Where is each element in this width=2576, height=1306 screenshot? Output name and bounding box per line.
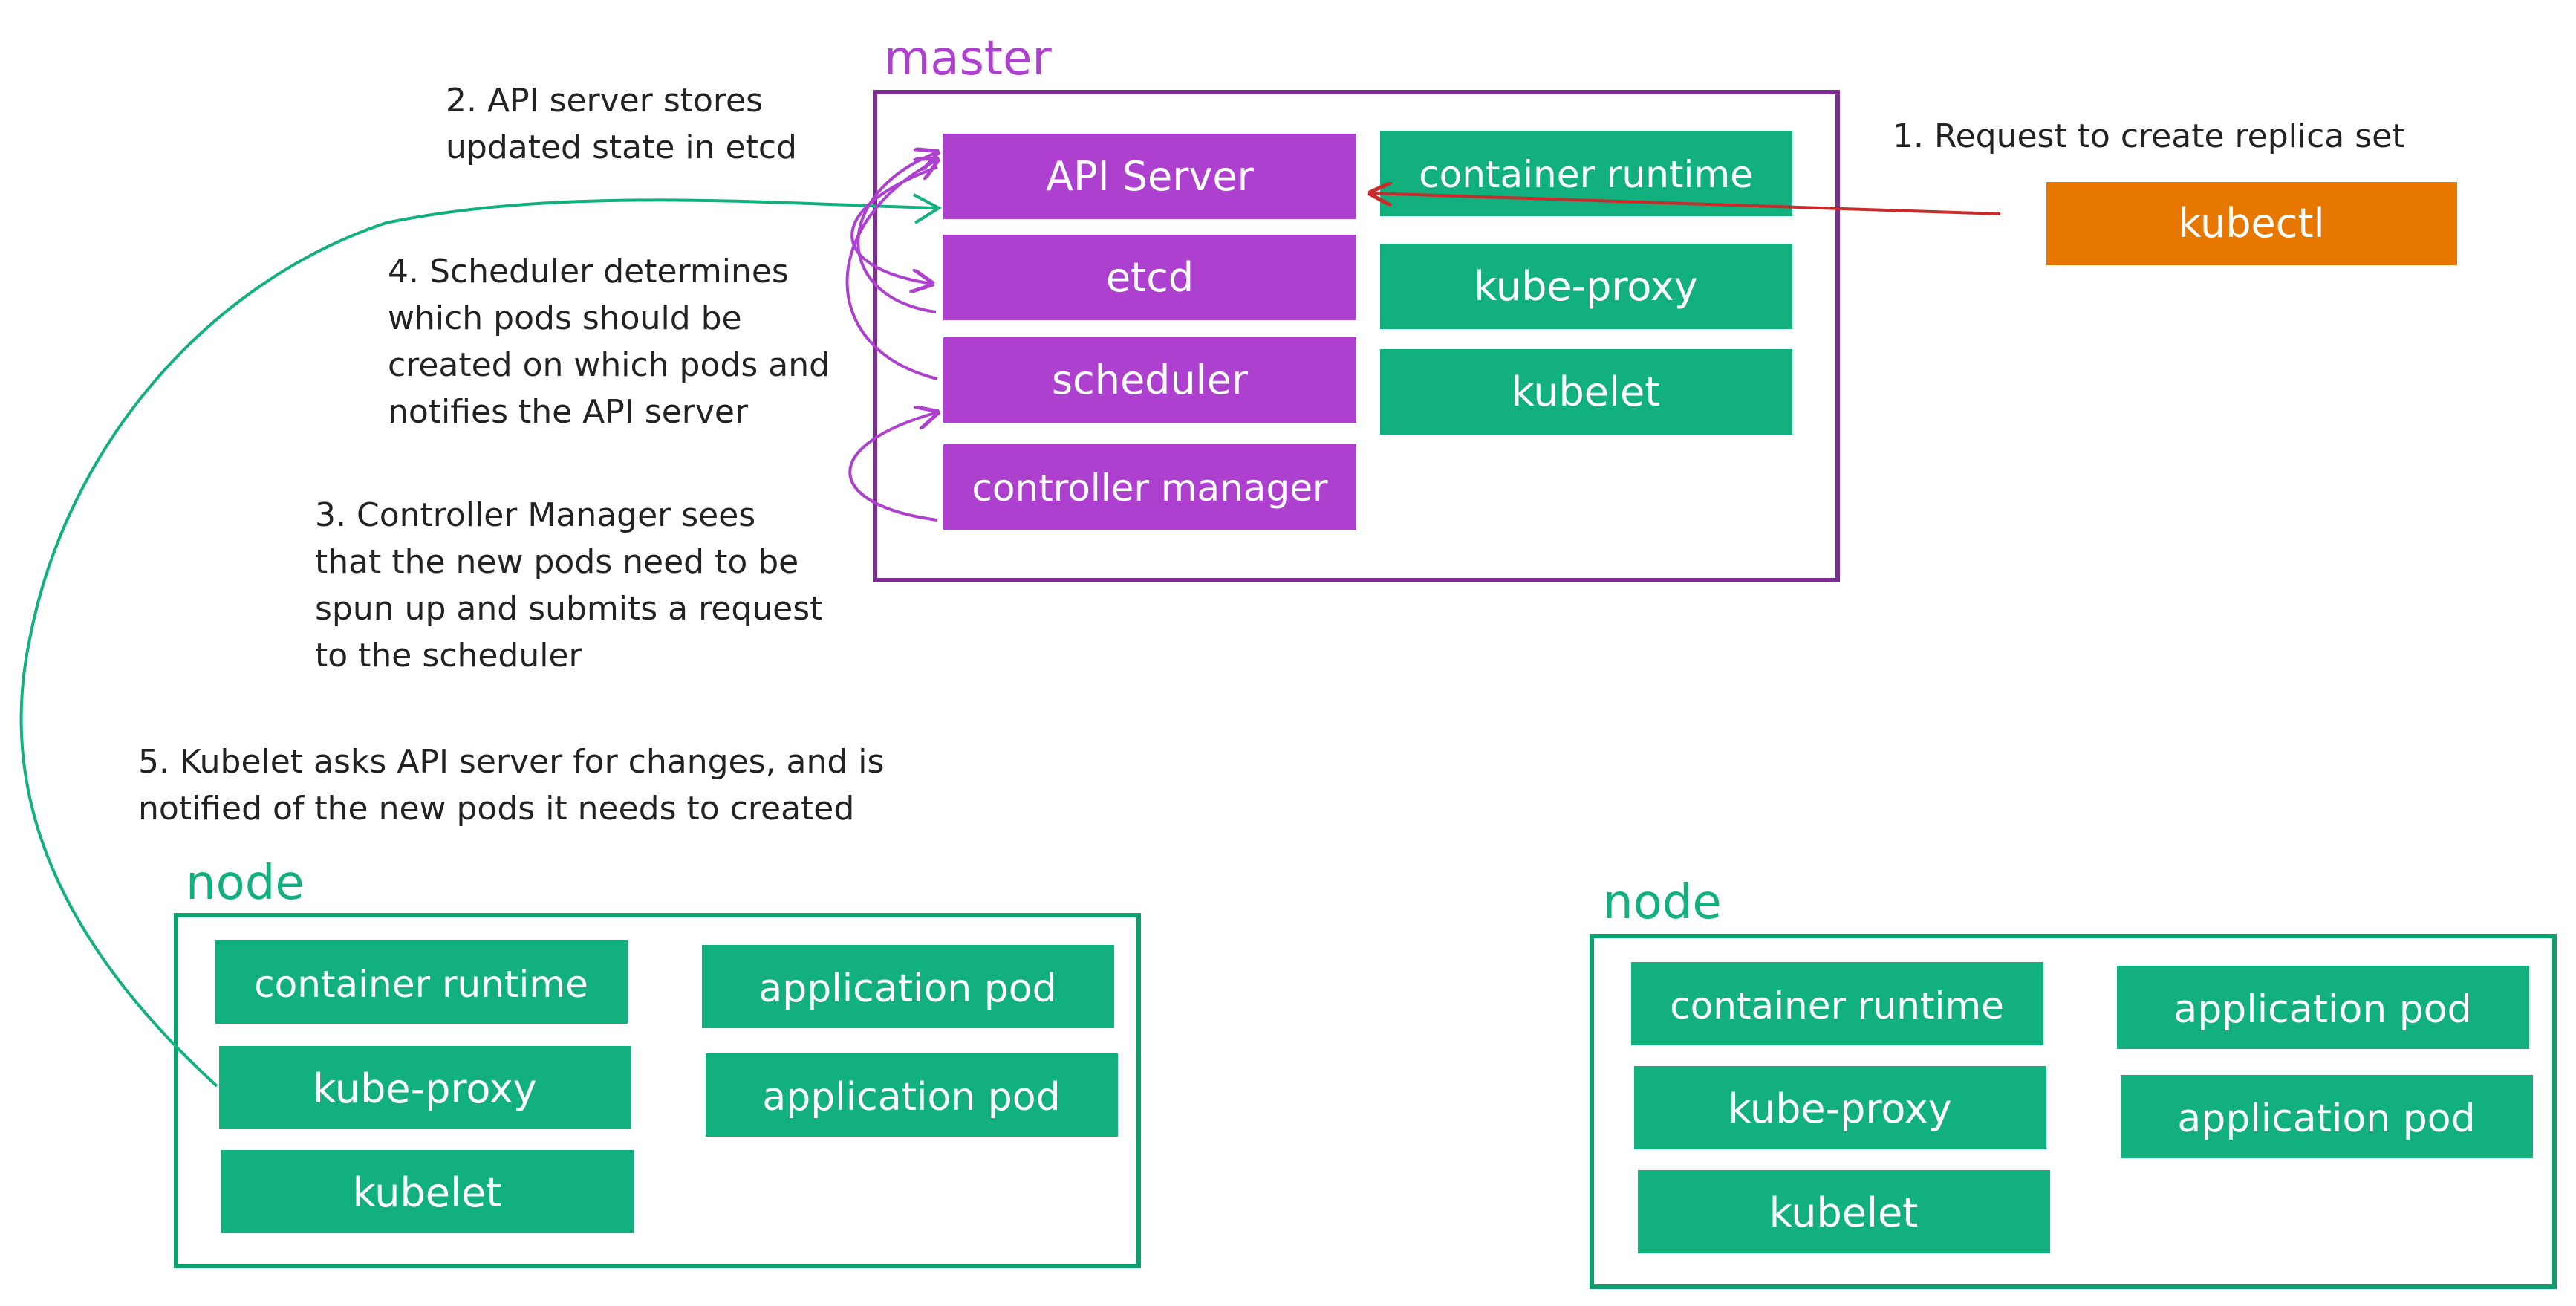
annotation-step-2: 2. API server stores updated state in et… [446,82,797,166]
master-container-runtime-label: container runtime [1419,153,1753,196]
annotation-step-2-line-2: updated state in etcd [446,129,797,166]
annotation-step-2-line-1: 2. API server stores [446,82,763,120]
annotation-step-3-line-2: that the new pods need to be [315,543,799,581]
node-right-app-pod-2-label: application pod [2177,1097,2475,1141]
master-kubelet-label: kubelet [1512,368,1661,415]
node-left-title: node [186,856,305,911]
arrow-kubelet-to-api-server [19,198,938,1088]
etcd-label: etcd [1106,254,1194,301]
annotation-step-4-line-1: 4. Scheduler determines [388,253,789,290]
arrow-head-kubelet-to-api-server [913,193,943,224]
node-left-kubelet-box: kubelet [221,1150,634,1233]
node-right-frame [1590,934,2557,1289]
controller-manager-box: controller manager [943,444,1356,530]
annotation-step-4-line-4: notifies the API server [388,393,749,431]
node-left-app-pod-2-label: application pod [762,1075,1060,1120]
scheduler-label: scheduler [1052,357,1249,403]
annotation-step-3-line-4: to the scheduler [315,637,583,675]
node-left-kube-proxy-box: kube-proxy [219,1046,631,1129]
master-title: master [884,31,1052,86]
node-right-title: node [1603,875,1722,930]
node-left-kube-proxy-label: kube-proxy [313,1065,536,1112]
node-right-app-pod-1-box: application pod [2117,966,2529,1049]
node-right-kube-proxy-label: kube-proxy [1728,1085,1951,1132]
node-right-app-pod-2-box: application pod [2121,1075,2533,1158]
node-left-container-runtime-label: container runtime [254,963,588,1006]
scheduler-box: scheduler [943,337,1356,423]
annotation-step-1: 1. Request to create replica set [1893,117,2404,155]
api-server-label: API Server [1046,153,1254,200]
master-kube-proxy-label: kube-proxy [1474,263,1697,310]
annotation-step-4-line-2: which pods should be [388,299,742,337]
controller-manager-label: controller manager [972,467,1328,510]
master-container-runtime-box: container runtime [1380,131,1792,216]
node-left-container-runtime-box: container runtime [215,940,628,1024]
arrow-scheduler-to-api-server [845,160,938,380]
node-right-app-pod-1-label: application pod [2173,987,2471,1032]
node-right-kubelet-box: kubelet [1638,1170,2050,1253]
node-left-app-pod-1-box: application pod [702,945,1114,1028]
node-right-group: node container runtime kube-proxy kubele… [1590,875,2557,1289]
master-group: master API Server etcd scheduler control… [873,31,1840,582]
kubectl-box: kubectl [2046,182,2457,265]
annotation-step-5-line-1: 5. Kubelet asks API server for changes, … [138,743,884,781]
arrow-kubectl-to-api-server [1370,193,2001,215]
annotation-step-3-line-1: 3. Controller Manager sees [315,496,755,534]
kubectl-label: kubectl [2178,200,2324,247]
api-server-box: API Server [943,134,1356,219]
annotation-step-3-line-3: spun up and submits a request [315,590,822,628]
annotation-step-4-line-3: created on which pods and [388,346,830,384]
node-left-group: node container runtime kube-proxy kubele… [174,856,1141,1268]
node-right-container-runtime-label: container runtime [1670,984,2004,1027]
master-kube-proxy-box: kube-proxy [1380,244,1792,329]
node-left-app-pod-2-box: application pod [706,1053,1118,1137]
master-frame [873,90,1840,582]
node-right-kubelet-label: kubelet [1769,1189,1919,1236]
node-left-kubelet-label: kubelet [353,1169,502,1216]
arrow-etcd-to-api-server [856,152,937,313]
node-right-container-runtime-box: container runtime [1631,962,2043,1045]
annotation-step-5-line-2: notified of the new pods it needs to cre… [138,790,854,828]
node-left-app-pod-1-label: application pod [758,966,1056,1011]
annotation-step-5: 5. Kubelet asks API server for changes, … [138,743,884,828]
annotation-step-3: 3. Controller Manager sees that the new … [315,496,822,675]
annotation-step-4: 4. Scheduler determines which pods shoul… [388,253,830,431]
node-right-kube-proxy-box: kube-proxy [1634,1066,2046,1149]
etcd-box: etcd [943,235,1356,320]
node-left-frame [174,913,1141,1268]
arrow-controller-to-scheduler [848,412,937,522]
master-kubelet-box: kubelet [1380,349,1792,435]
